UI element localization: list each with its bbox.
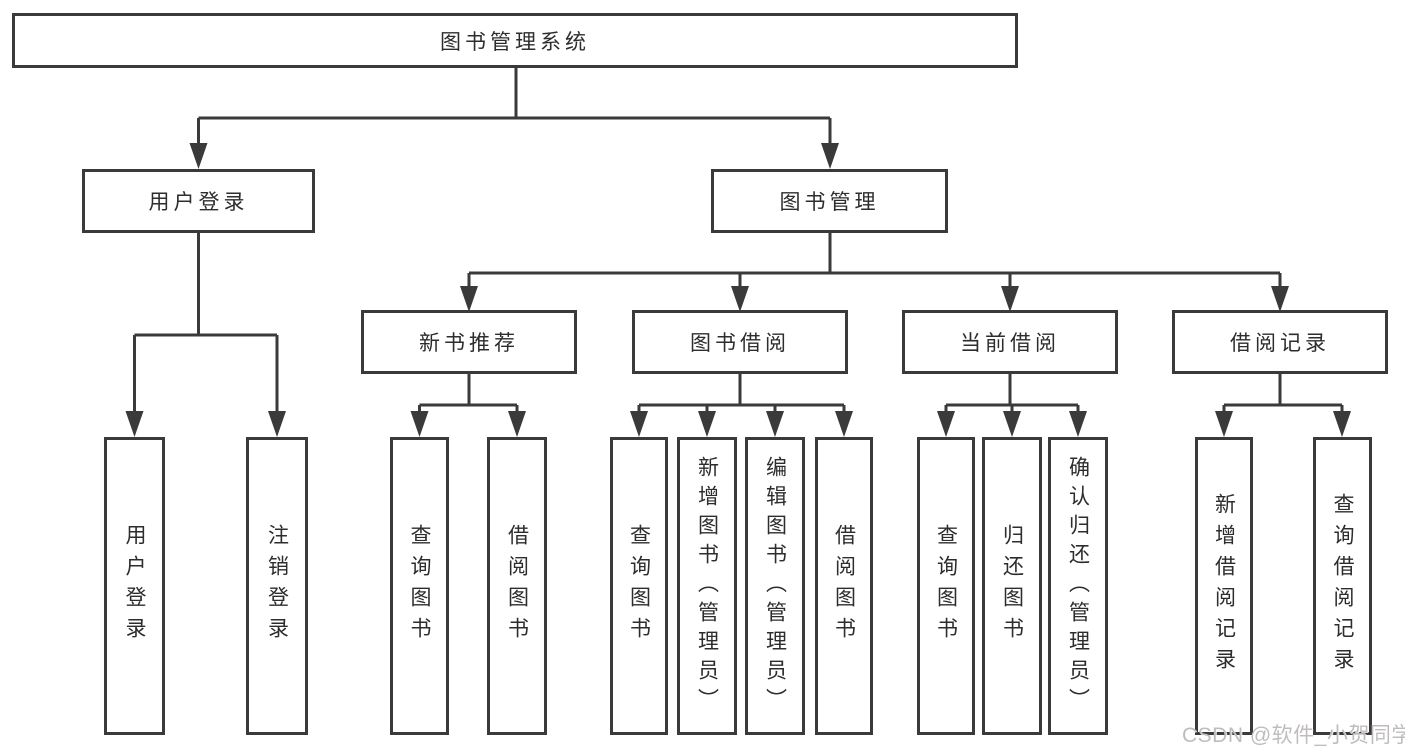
- node-new-book-recommendation-label: 新书推荐: [419, 332, 519, 355]
- leaf-query-books-borrow-label: 查询图书: [627, 524, 651, 648]
- node-new-book-recommendation: 新书推荐: [361, 310, 577, 374]
- leaf-edit-book-admin: 编辑图书（管理员）: [745, 437, 805, 735]
- node-current-borrowing-label: 当前借阅: [960, 332, 1060, 355]
- node-system-root-label: 图书管理系统: [440, 30, 590, 54]
- node-user-login: 用户登录: [82, 169, 315, 233]
- leaf-query-books-newbook-label: 查询图书: [408, 524, 431, 648]
- leaf-logout: 注销登录: [246, 437, 308, 735]
- leaf-logout-label: 注销登录: [265, 524, 289, 648]
- leaf-borrow-books: 借阅图书: [815, 437, 873, 735]
- leaf-query-borrow-record-label: 查询借阅记录: [1331, 493, 1354, 679]
- leaf-add-borrow-record-label: 新增借阅记录: [1212, 493, 1236, 679]
- node-user-login-label: 用户登录: [148, 191, 249, 214]
- leaf-user-login-label: 用户登录: [123, 524, 146, 648]
- leaf-query-books-borrow: 查询图书: [610, 437, 668, 735]
- arrow-heads: [125, 143, 1351, 437]
- node-system-root: 图书管理系统: [12, 13, 1018, 68]
- leaf-edit-book-admin-label: 编辑图书（管理员）: [763, 455, 787, 717]
- leaf-add-book-admin-label: 新增图书（管理员）: [695, 455, 719, 717]
- leaf-query-books-current: 查询图书: [917, 437, 975, 735]
- leaf-confirm-return-admin: 确认归还（管理员）: [1048, 437, 1108, 735]
- leaf-add-borrow-record: 新增借阅记录: [1195, 437, 1253, 735]
- leaf-borrow-books-label: 借阅图书: [832, 524, 856, 648]
- leaf-add-book-admin: 新增图书（管理员）: [677, 437, 737, 735]
- leaf-borrow-books-newbook: 借阅图书: [487, 437, 547, 735]
- leaf-query-books-newbook: 查询图书: [390, 437, 449, 735]
- node-borrowing-records-label: 借阅记录: [1230, 332, 1330, 355]
- leaf-query-borrow-record: 查询借阅记录: [1313, 437, 1372, 735]
- leaf-user-login: 用户登录: [104, 437, 165, 735]
- node-book-borrowing-label: 图书借阅: [690, 332, 790, 355]
- leaf-borrow-books-newbook-label: 借阅图书: [505, 524, 529, 648]
- csdn-watermark: CSDN @软件_小贺同学: [1182, 724, 1405, 747]
- node-borrowing-records: 借阅记录: [1172, 310, 1388, 374]
- leaf-query-books-current-label: 查询图书: [934, 524, 958, 648]
- node-book-borrowing: 图书借阅: [632, 310, 848, 374]
- leaf-confirm-return-admin-label: 确认归还（管理员）: [1066, 455, 1090, 717]
- leaf-return-books: 归还图书: [982, 437, 1042, 735]
- node-current-borrowing: 当前借阅: [902, 310, 1118, 374]
- leaf-return-books-label: 归还图书: [1000, 524, 1024, 648]
- node-book-management-label: 图书管理: [779, 191, 880, 214]
- node-book-management: 图书管理: [711, 169, 948, 233]
